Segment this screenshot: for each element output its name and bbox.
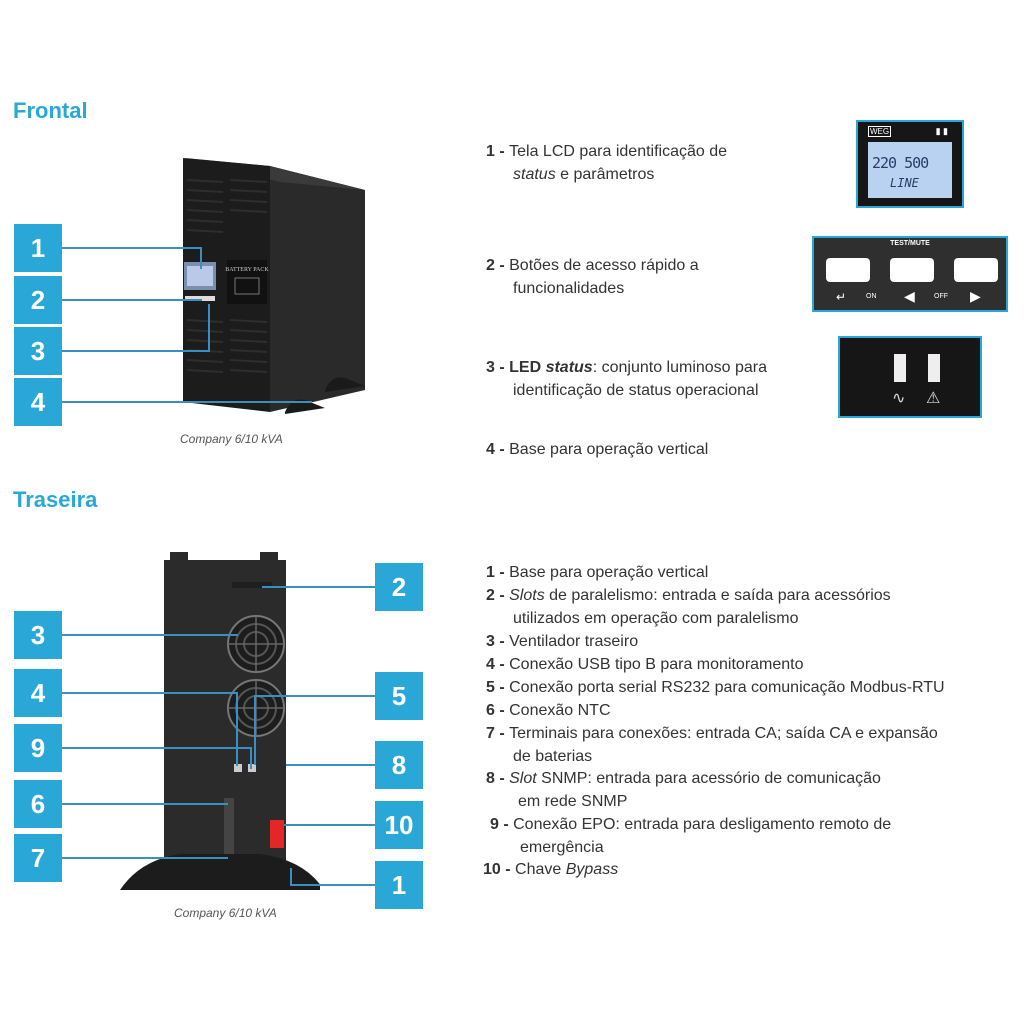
lcd-indicators: ▮ ▮ (935, 126, 948, 136)
traseira-item-5: 5 - Conexão porta serial RS232 para comu… (486, 679, 945, 696)
traseira-item-8: 8 - Slot SNMP: entrada para acessório de… (486, 770, 881, 810)
leader-line (292, 884, 375, 886)
leader-line (62, 692, 238, 694)
leader-line (250, 747, 252, 769)
section-title-traseira: Traseira (13, 487, 98, 512)
leader-line (62, 350, 210, 352)
marker-frontal-3: 3 (14, 327, 62, 375)
traseira-item-10: 10 - Chave Bypass (483, 861, 619, 878)
leader-line (290, 868, 292, 886)
leader-line (62, 299, 202, 301)
traseira-item-3: 3 - Ventilador traseiro (486, 633, 639, 650)
leader-line (286, 764, 375, 766)
ups-rear-illustration (120, 552, 320, 890)
enter-icon: ↵ (836, 290, 847, 304)
marker-traseira-4: 4 (14, 669, 62, 717)
marker-traseira-1: 1 (375, 861, 423, 909)
left-arrow-icon: ◀ (904, 288, 915, 304)
marker-frontal-4: 4 (14, 378, 62, 426)
frontal-item-2: 2 - Botões de acesso rápido a funcionali… (486, 257, 699, 297)
traseira-item-2: 2 - Slots de paralelismo: entrada e saíd… (486, 587, 891, 627)
lcd-panel: WEG ▮ ▮ 220 500 LINE (856, 120, 964, 208)
button-right (954, 258, 998, 282)
traseira-item-9: 9 - Conexão EPO: entrada para desligamen… (490, 816, 892, 856)
frontal-item-1: 1 - Tela LCD para identificação de statu… (486, 143, 728, 183)
frontal-item-4: 4 - Base para operação vertical (486, 441, 709, 458)
leader-line (254, 695, 256, 765)
leader-line (62, 803, 228, 805)
leader-line (284, 824, 375, 826)
battery-pack-label: BATTERY PACK (225, 267, 269, 273)
lcd-top-value: 220 500 (872, 154, 929, 172)
leader-line (262, 586, 375, 588)
marker-traseira-3: 3 (14, 611, 62, 659)
leader-line (208, 304, 210, 352)
traseira-item-7: 7 - Terminais para conexões: entrada CA;… (486, 725, 938, 765)
on-label: ON (866, 293, 877, 300)
leader-line (62, 247, 202, 249)
marker-traseira-6: 6 (14, 780, 62, 828)
right-arrow-icon: ▶ (970, 288, 981, 304)
test-mute-label: TEST/MUTE (890, 240, 930, 247)
marker-frontal-1: 1 (14, 224, 62, 272)
lcd-brand: WEG (868, 126, 892, 137)
marker-traseira-7: 7 (14, 834, 62, 882)
marker-traseira-10: 10 (375, 801, 423, 849)
leader-line (200, 247, 202, 269)
marker-traseira-2: 2 (375, 563, 423, 611)
traseira-caption: Company 6/10 kVA (174, 906, 277, 920)
off-label: OFF (934, 293, 948, 300)
lcd-screen: 220 500 LINE (868, 142, 952, 198)
section-title-frontal: Frontal (13, 98, 88, 123)
leader-line (256, 695, 375, 697)
marker-traseira-9: 9 (14, 724, 62, 772)
button-enter (826, 258, 870, 282)
button-left (890, 258, 934, 282)
leader-line (62, 857, 228, 859)
marker-traseira-8: 8 (375, 741, 423, 789)
traseira-item-6: 6 - Conexão NTC (486, 702, 611, 719)
buttons-panel: TEST/MUTE ↵ ON ◀ OFF ▶ (812, 236, 1008, 312)
ups-front-illustration: BATTERY PACK (183, 158, 365, 414)
led-status-panel: ∿ ⚠ (838, 336, 982, 418)
led-line (894, 354, 906, 382)
led-fault (928, 354, 940, 382)
leader-line (62, 747, 252, 749)
lcd-bottom-value: LINE (890, 176, 919, 190)
traseira-item-1: 1 - Base para operação vertical (486, 564, 709, 581)
leader-line (236, 692, 238, 766)
ac-wave-icon: ∿ (892, 390, 906, 407)
warning-icon: ⚠ (926, 390, 941, 407)
traseira-item-4: 4 - Conexão USB tipo B para monitorament… (486, 656, 804, 673)
marker-frontal-2: 2 (14, 276, 62, 324)
leader-line (62, 401, 312, 403)
frontal-caption: Company 6/10 kVA (180, 432, 283, 446)
leader-line (62, 634, 238, 636)
frontal-item-3: 3 - LED status: conjunto luminoso para i… (486, 359, 768, 399)
marker-traseira-5: 5 (375, 672, 423, 720)
